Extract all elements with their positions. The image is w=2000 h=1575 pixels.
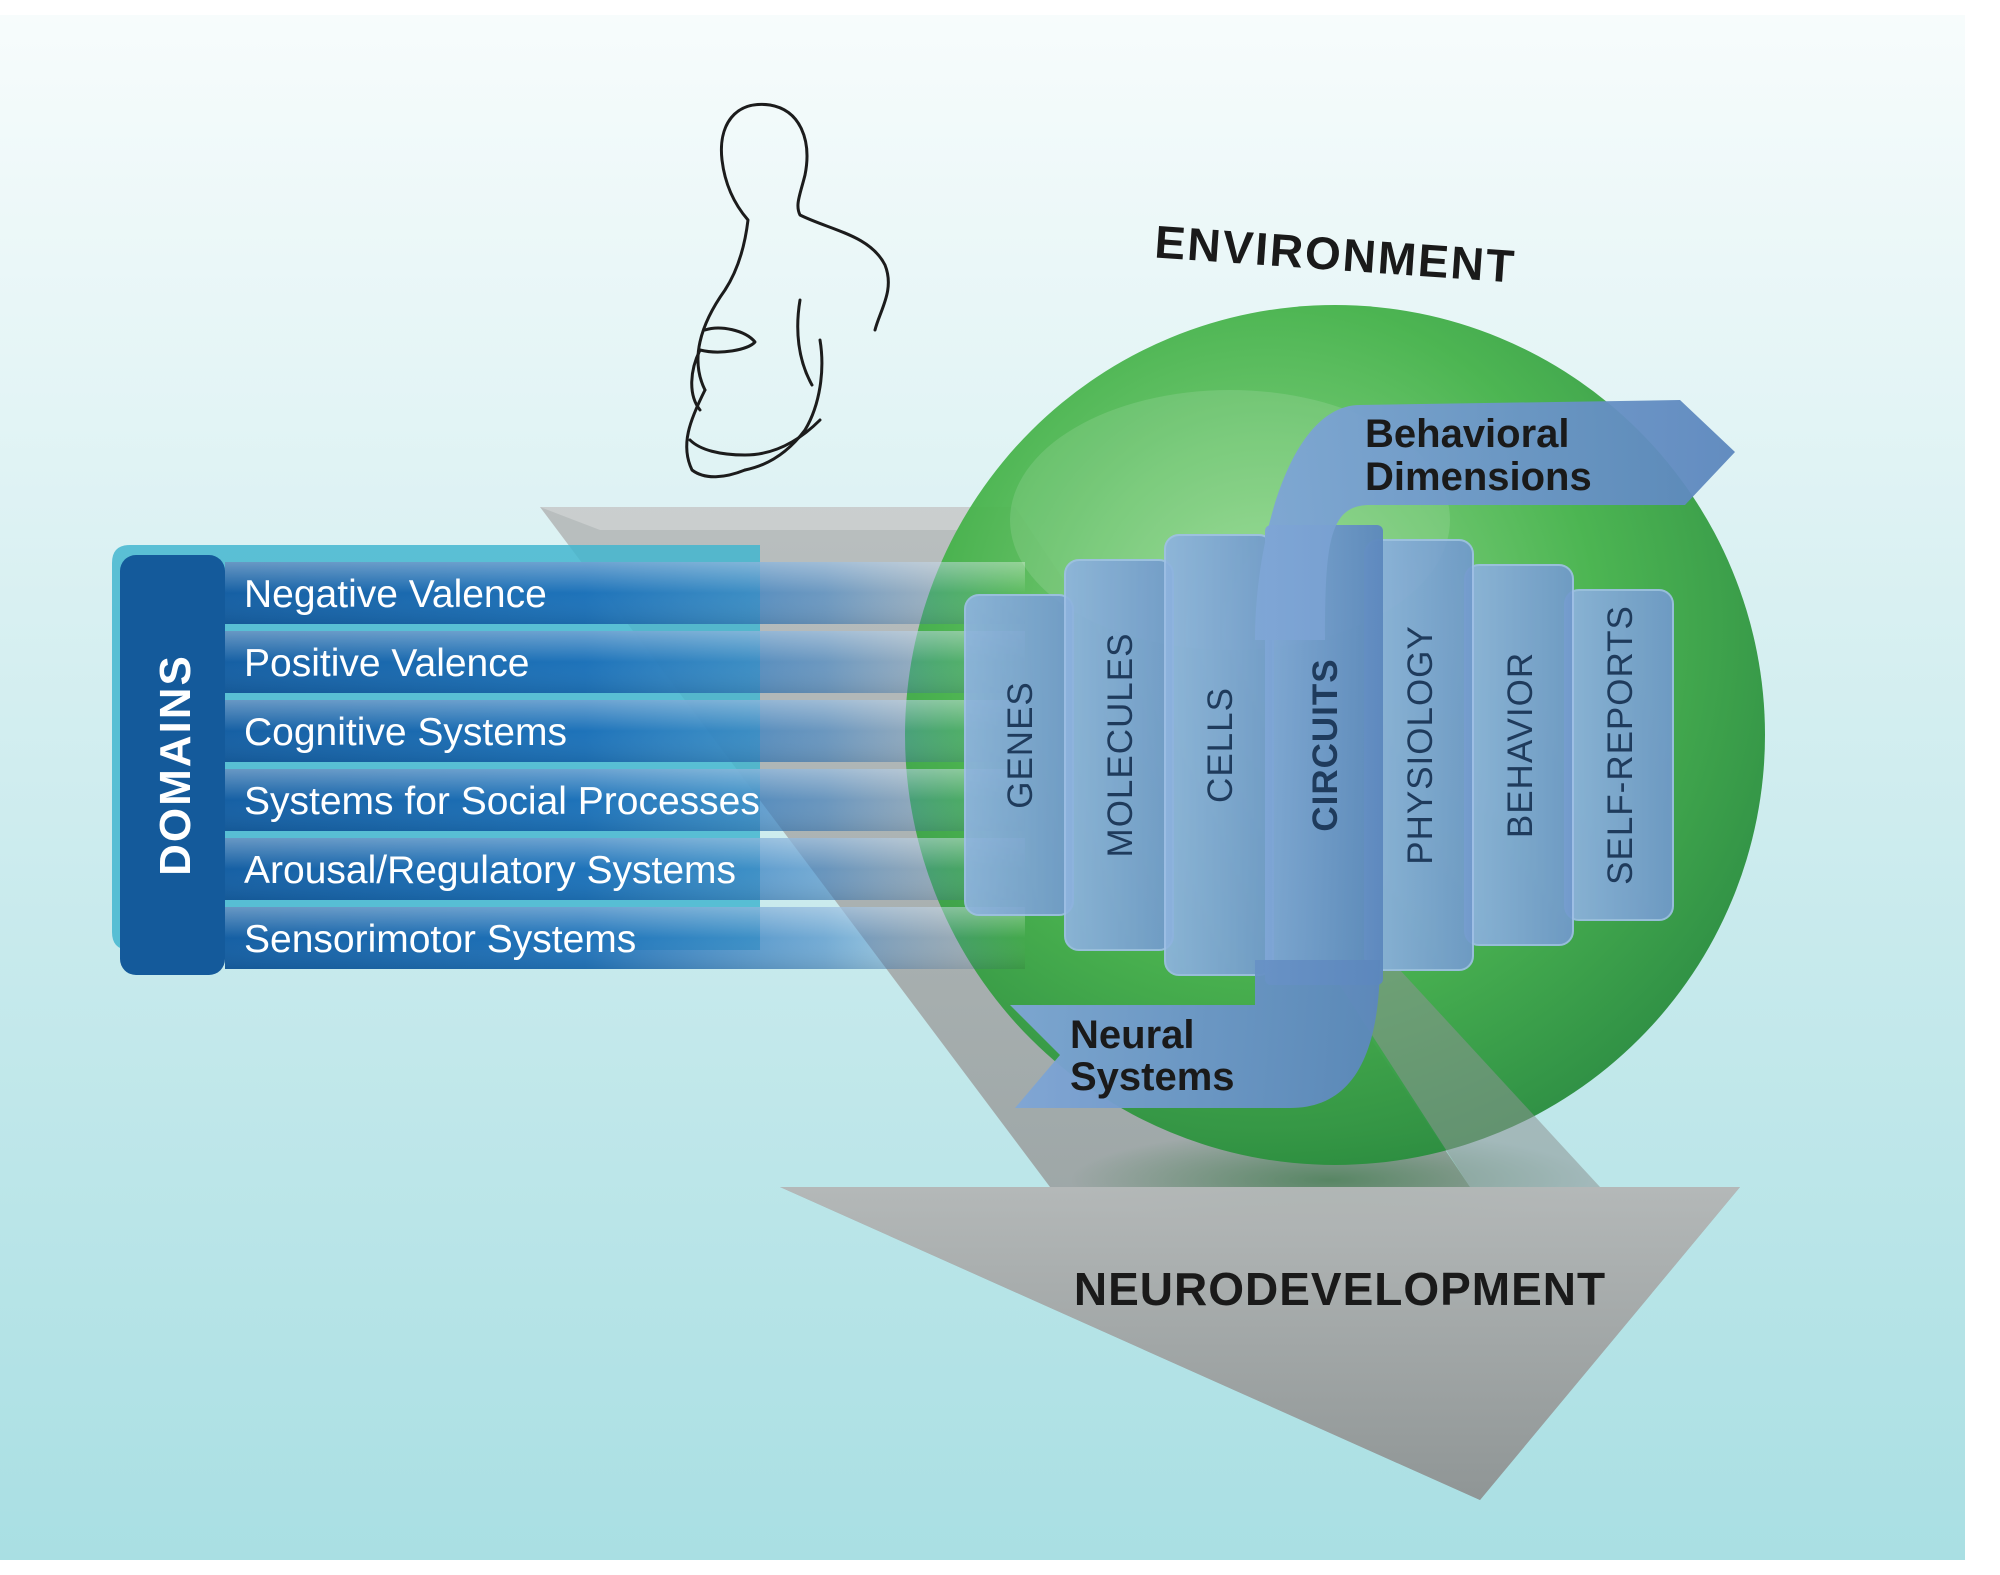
level-card-label: GENES (1001, 681, 1040, 809)
domains-header-box (120, 555, 225, 975)
domain-band: Sensorimotor Systems (225, 907, 1025, 969)
arrow-head (780, 1187, 1740, 1500)
neural-systems-ribbon: Neural Systems (1010, 960, 1380, 1108)
behavioral-dimensions-label-line1: Behavioral (1365, 412, 1570, 456)
level-card: PHYSIOLOGY (1364, 539, 1474, 971)
domain-label: Arousal/Regulatory Systems (244, 849, 736, 892)
level-card: GENES (964, 594, 1074, 916)
level-card: MOLECULES (1064, 559, 1174, 951)
neural-systems-label-line2: Systems (1070, 1055, 1235, 1099)
level-card: SELF-REPORTS (1564, 589, 1674, 921)
domain-band: Negative Valence (225, 562, 1025, 624)
behavioral-dimensions-ribbon: Behavioral Dimensions (1255, 400, 1735, 640)
arrow-overlay (1330, 970, 1600, 1187)
domain-label: Systems for Social Processes (244, 780, 760, 823)
neural-systems-label-line1: Neural (1070, 1013, 1195, 1057)
level-card: CELLS (1164, 534, 1274, 976)
pregnant-woman-outline-icon (685, 102, 890, 479)
domain-label: Cognitive Systems (244, 711, 567, 754)
level-card: BEHAVIOR (1464, 564, 1574, 946)
domain-label: Sensorimotor Systems (244, 918, 636, 961)
behavioral-dimensions-label-line2: Dimensions (1365, 455, 1592, 499)
level-card-stack: GENES MOLECULES CELLS SELF-REPORTS BEHAVIOR P… (964, 525, 1674, 985)
domain-band: Arousal/Regulatory Systems (225, 838, 1025, 900)
level-card-label: BEHAVIOR (1501, 652, 1540, 838)
domain-band: Positive Valence (225, 631, 1025, 693)
level-card-label: CELLS (1201, 687, 1240, 803)
level-card-label: SELF-REPORTS (1601, 605, 1640, 885)
level-card-label: MOLECULES (1101, 633, 1140, 858)
domain-label: Negative Valence (244, 573, 547, 616)
domain-band: Cognitive Systems (225, 700, 1025, 762)
neurodevelopment-label: NEURODEVELOPMENT (1074, 1263, 1606, 1315)
domain-label: Positive Valence (244, 642, 529, 685)
level-card-label: CIRCUITS (1306, 658, 1345, 831)
domain-band: Systems for Social Processes (225, 769, 1025, 831)
level-card-label: PHYSIOLOGY (1401, 625, 1440, 865)
domains-header: DOMAINS (151, 654, 200, 876)
